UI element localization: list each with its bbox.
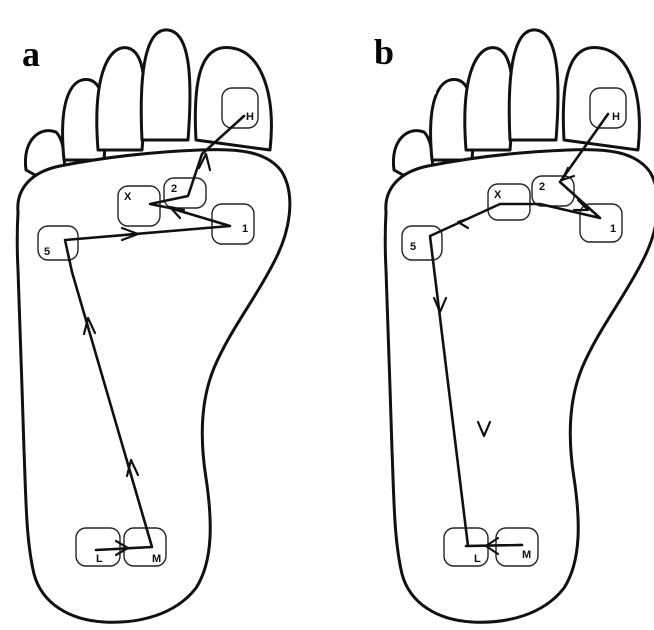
region-2-label: 2 xyxy=(539,181,545,193)
region-5-label: 5 xyxy=(44,246,50,258)
region-1-label: 1 xyxy=(242,223,248,235)
region-h-label: H xyxy=(612,111,620,123)
panel-b: b H 2 X 1 5 L M xyxy=(356,14,654,622)
region-m-label: M xyxy=(152,553,161,565)
region-1-label: 1 xyxy=(610,223,616,235)
region-l-label: L xyxy=(474,553,481,565)
region-l-label: L xyxy=(96,553,103,565)
panel-b-label: b xyxy=(374,32,394,72)
region-x-label: X xyxy=(124,191,132,203)
panel-a-label: a xyxy=(22,34,40,74)
region-x-label: X xyxy=(494,189,502,201)
panel-a: a H 2 X 1 5 L M xyxy=(4,20,290,622)
region-m-label: M xyxy=(522,549,531,561)
region-2-label: 2 xyxy=(171,183,177,195)
region-h-label: H xyxy=(246,111,254,123)
region-5-label: 5 xyxy=(410,241,416,253)
